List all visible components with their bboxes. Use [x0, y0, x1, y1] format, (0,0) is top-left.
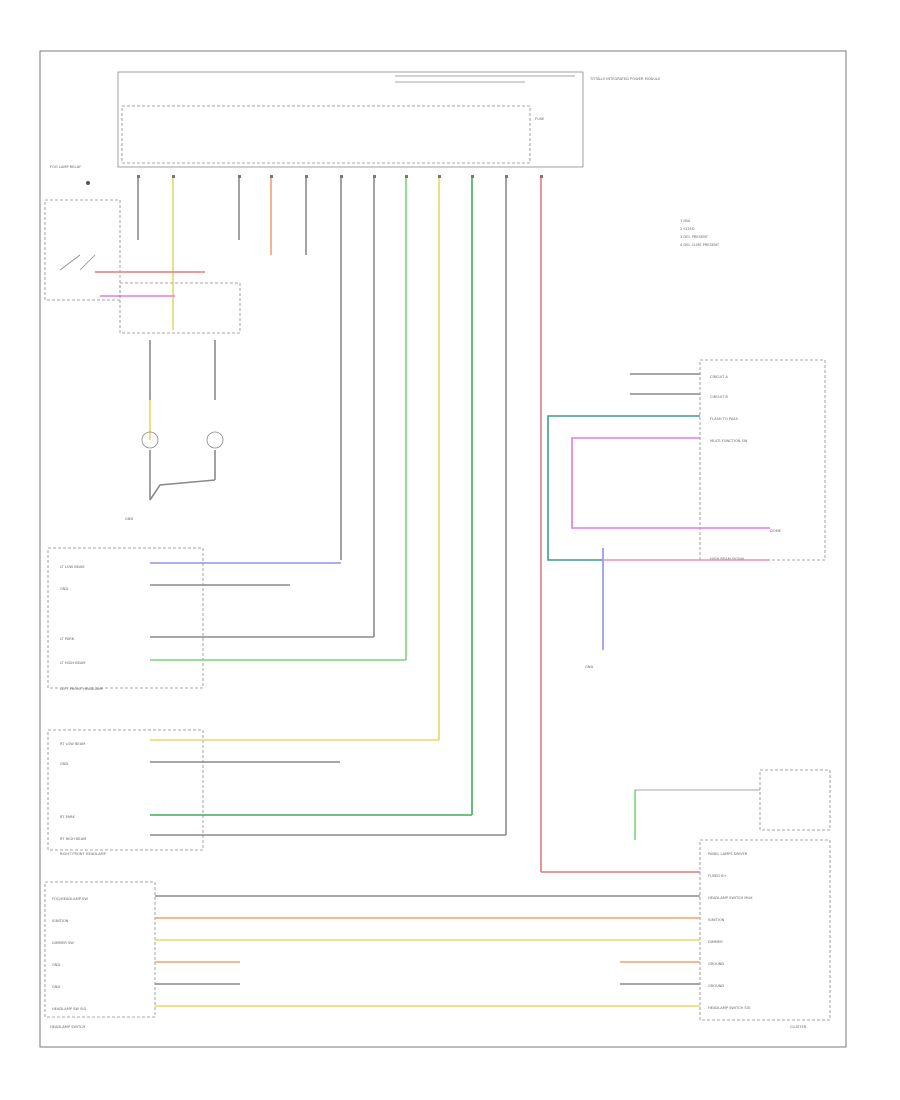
left-front-lamp-box [47, 547, 204, 689]
cluster-sub-box [759, 769, 831, 831]
headlamp-switch-label: HEADLAMP SWITCH [50, 1025, 86, 1029]
wire-teal-cs [547, 415, 700, 561]
clockspring-pin-5: HIGH BEAM SIGNAL [710, 557, 745, 561]
left-ground-label: GND [125, 517, 133, 521]
rt-low-beam-label: RT LOW BEAM [60, 742, 85, 746]
tipm-label: TOTALLY INTEGRATED POWER MODULE [589, 77, 661, 81]
lamp-rt-icon [206, 431, 224, 449]
svg-text:IGNITION: IGNITION [52, 919, 69, 923]
lamp-lt-icon [141, 431, 159, 449]
svg-text:PANEL LAMPS DRIVER: PANEL LAMPS DRIVER [708, 852, 748, 856]
svg-text:GROUND: GROUND [708, 984, 724, 988]
svg-text:DIMMER: DIMMER [708, 940, 723, 944]
svg-text:HEADLAMP SW SIG: HEADLAMP SW SIG [52, 1007, 86, 1011]
cluster-pins: PANEL LAMPS DRIVER FUSED B+ HEADLAMP SWI… [708, 852, 753, 1010]
svg-text:4 DEL CLMS PRESENT: 4 DEL CLMS PRESENT [680, 243, 720, 247]
fog-lamp-relay: FOG LAMP RELAY [44, 165, 121, 301]
cluster-box [699, 839, 831, 1021]
switch-pins: FOG/HEADLAMP SW IGNITION DIMMER SW GND G… [52, 897, 88, 1011]
rt-park-label: RT PARK [60, 815, 75, 819]
lt-low-beam-label: LT LOW BEAM [60, 565, 85, 569]
wire-magenta-cs [571, 437, 770, 529]
center-ground-label: GND [585, 665, 593, 669]
diagram-border [39, 50, 847, 1048]
svg-text:GND: GND [52, 985, 60, 989]
clockspring-pin-3: FLASH TO PASS [710, 417, 739, 421]
lt-park-label: LT PARK [60, 637, 75, 641]
dome-label: DOME [770, 529, 782, 533]
svg-text:HEADLAMP SWITCH MUX: HEADLAMP SWITCH MUX [708, 896, 753, 900]
svg-text:DIMMER SW: DIMMER SW [52, 941, 74, 945]
fuse-label: FUSE [535, 117, 545, 121]
svg-text:FUSED B+: FUSED B+ [708, 874, 727, 878]
svg-text:IGNITION: IGNITION [708, 918, 725, 922]
clockspring-pin-2: CIRCUIT B [710, 395, 728, 399]
rt-ground-label: GND [60, 762, 68, 766]
rt-high-beam-label: RT HIGH BEAM [60, 837, 86, 841]
headlamp-switch-box [44, 881, 156, 1018]
wire-bulb-join [149, 479, 216, 501]
svg-text:3 DEL PRESENT: 3 DEL PRESENT [680, 235, 709, 239]
right-front-lamp-label: RIGHT FRONT HEADLAMP [60, 852, 107, 856]
legend: 1 IMA 2 SLT4D 3 DEL PRESENT 4 DEL CLMS P… [680, 219, 720, 247]
left-front-lamp-label: LEFT FRONT HEADLAMP [60, 687, 104, 691]
right-front-lamp-box [47, 729, 204, 851]
svg-text:GND: GND [52, 963, 60, 967]
svg-text:FOG LAMP RELAY: FOG LAMP RELAY [50, 165, 82, 169]
svg-text:FOG/HEADLAMP SW: FOG/HEADLAMP SW [52, 897, 88, 901]
lt-ground-label: GND [60, 587, 68, 591]
clockspring-pin-1: CIRCUIT A [710, 375, 728, 379]
svg-text:GROUND: GROUND [708, 962, 724, 966]
relay-connector-box [119, 282, 241, 334]
clockspring-pin-4: MULTI-FUNCTION SW [710, 439, 748, 443]
svg-text:1 IMA: 1 IMA [680, 219, 691, 223]
svg-text:HEADLAMP SWITCH SIG: HEADLAMP SWITCH SIG [708, 1006, 751, 1010]
tipm-inner-box [121, 105, 531, 164]
clockspring-box [699, 359, 826, 561]
tipm-pins [137, 175, 543, 178]
svg-text:2 SLT4D: 2 SLT4D [680, 227, 695, 231]
cluster-label: CLUSTER [790, 1025, 807, 1029]
tipm-module [117, 71, 584, 168]
lt-high-beam-label: LT HIGH BEAM [60, 661, 86, 665]
